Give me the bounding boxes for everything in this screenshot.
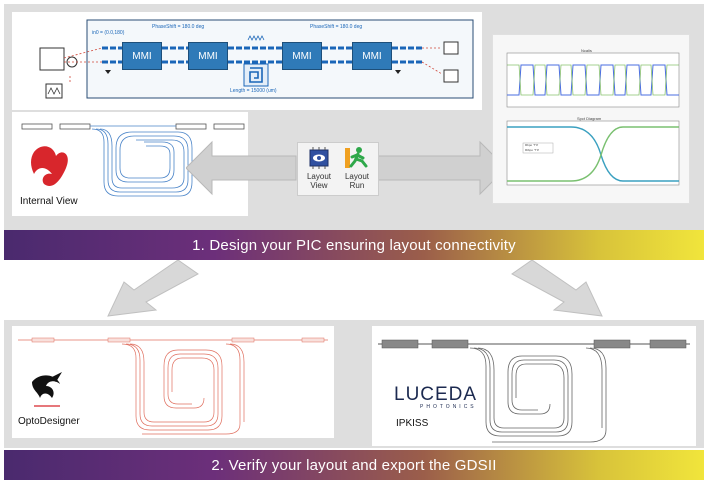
bottom-plot-title: Spct Diagram <box>577 116 602 121</box>
internal-layout-drawing <box>21 123 245 197</box>
step2-banner-text: 2. Verify your layout and export the GDS… <box>211 456 497 474</box>
step1-banner: 1. Design your PIC ensuring layout conne… <box>4 230 704 260</box>
transmission-plot <box>506 52 680 186</box>
ipkiss-panel: LUCEDA PHOTONICS IPKISS <box>372 326 696 446</box>
ipkiss-label: IPKISS <box>396 418 429 429</box>
top-plot-title: Ncalis <box>581 48 592 53</box>
plot-legend-1: Rbpo 'T'0' <box>525 143 539 147</box>
phase-shift-left-label: PhaseShift = 180.0 deg <box>152 24 205 30</box>
layout-run-button[interactable]: Layout Run <box>340 145 374 193</box>
layout-view-label: Layout View <box>306 172 332 190</box>
length-label: Length = 15000 (um) <box>230 88 277 94</box>
circuit-diagram <box>39 19 474 99</box>
plots-panel: Ncalis Spct Diagram Rbpo 'T'0' Rtbpo 'T'… <box>492 34 690 204</box>
chip-eye-icon <box>309 147 329 169</box>
layout-view-button[interactable]: Layout View <box>302 145 336 193</box>
layout-run-label: Layout Run <box>344 172 370 190</box>
mmi-block-1: MMI <box>122 42 162 70</box>
ipkiss-layout-drawing <box>378 339 690 443</box>
luceda-logo-subtext: PHOTONICS <box>420 404 477 410</box>
mmi-block-3: MMI <box>282 42 322 70</box>
input-label: in0 = (0.0,180) <box>92 30 125 36</box>
internal-view-label: Internal View <box>20 196 78 207</box>
optodesigner-panel: OptoDesigner <box>12 326 334 438</box>
mmi-block-4: MMI <box>352 42 392 70</box>
step2-banner: 2. Verify your layout and export the GDS… <box>4 450 704 480</box>
plot-legend-2: Rtbpo 'T'0' <box>525 148 540 152</box>
circuit-panel: MMI MMI MMI MMI in0 = (0.0,180) PhaseShi… <box>12 12 482 110</box>
mmi-block-2: MMI <box>188 42 228 70</box>
step1-banner-text: 1. Design your PIC ensuring layout conne… <box>192 236 516 254</box>
luceda-logo-text: LUCEDA <box>394 384 478 405</box>
optodesigner-layout-drawing <box>18 337 328 435</box>
down-arrow-right-icon <box>511 260 603 317</box>
phase-shift-right-label: PhaseShift = 180.0 deg <box>310 24 363 30</box>
optodesigner-label: OptoDesigner <box>18 416 80 427</box>
runner-icon <box>345 147 368 168</box>
tools-panel: Layout View Layout Run <box>297 142 379 196</box>
down-arrow-left-icon <box>107 260 199 317</box>
